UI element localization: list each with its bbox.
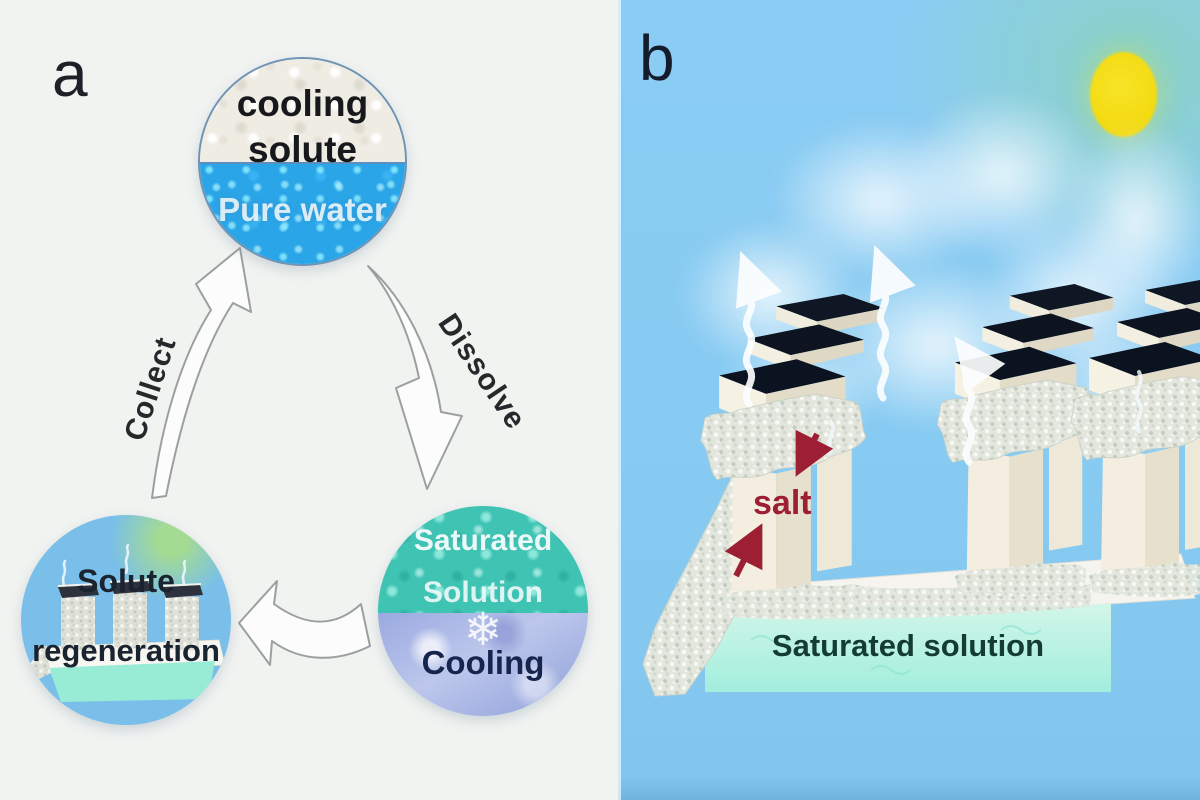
vapor-arrow-icon (735, 251, 782, 408)
snowflake-icon: ❄ (463, 603, 503, 655)
cooling-half (378, 613, 588, 716)
saturated-cooling-circle: ❄ Saturated Solution Cooling (378, 506, 588, 716)
panel-a: a cooling solute Pure water Collect Diss… (0, 0, 618, 800)
cooling-solute-label-line1: cooling (236, 83, 369, 124)
panel-a-label: a (52, 38, 88, 110)
panel-b-label: b (639, 22, 675, 94)
mini-basin (49, 661, 215, 702)
vapor-arrows (735, 245, 1006, 466)
vapor-arrow-icon (954, 336, 1006, 466)
pure-water-half (200, 161, 405, 264)
salt-arrow-icon (724, 523, 763, 578)
regenerate-arrow-icon (238, 580, 371, 666)
pillar-cluster (1070, 277, 1200, 598)
salt-label: salt (753, 484, 812, 522)
mini-evaporator-scene (29, 543, 226, 702)
salt-arrows (724, 429, 834, 578)
solute-regeneration-circle: Solute regeneration (21, 515, 231, 725)
solute-regeneration-label-line2: regeneration (32, 633, 220, 668)
evaporator-scene (642, 245, 1200, 697)
saturated-solution-half (378, 506, 588, 614)
cooling-solute-half (200, 59, 405, 162)
collect-label: Collect (118, 332, 183, 445)
pure-water-label: Pure water (218, 191, 387, 228)
pure-water-circle: cooling solute Pure water (198, 57, 407, 266)
basin-watermarks (750, 625, 1042, 675)
saturated-label-line2: Solution (423, 576, 543, 609)
cooling-solute-label-line2: solute (248, 129, 357, 170)
mini-pillars (57, 579, 203, 651)
panel-b: b (618, 0, 1200, 800)
solute-regeneration-label-line1: Solute (77, 563, 175, 599)
mini-salt-spill (29, 645, 51, 681)
cooling-label: Cooling (421, 644, 545, 681)
salt-arrow-icon (795, 429, 834, 477)
dissolve-label: Dissolve (431, 308, 533, 436)
vapor-arrow-icon (869, 245, 916, 402)
saturated-solution-label: Saturated solution (771, 628, 1045, 663)
saturated-label-line1: Saturated (413, 524, 553, 557)
